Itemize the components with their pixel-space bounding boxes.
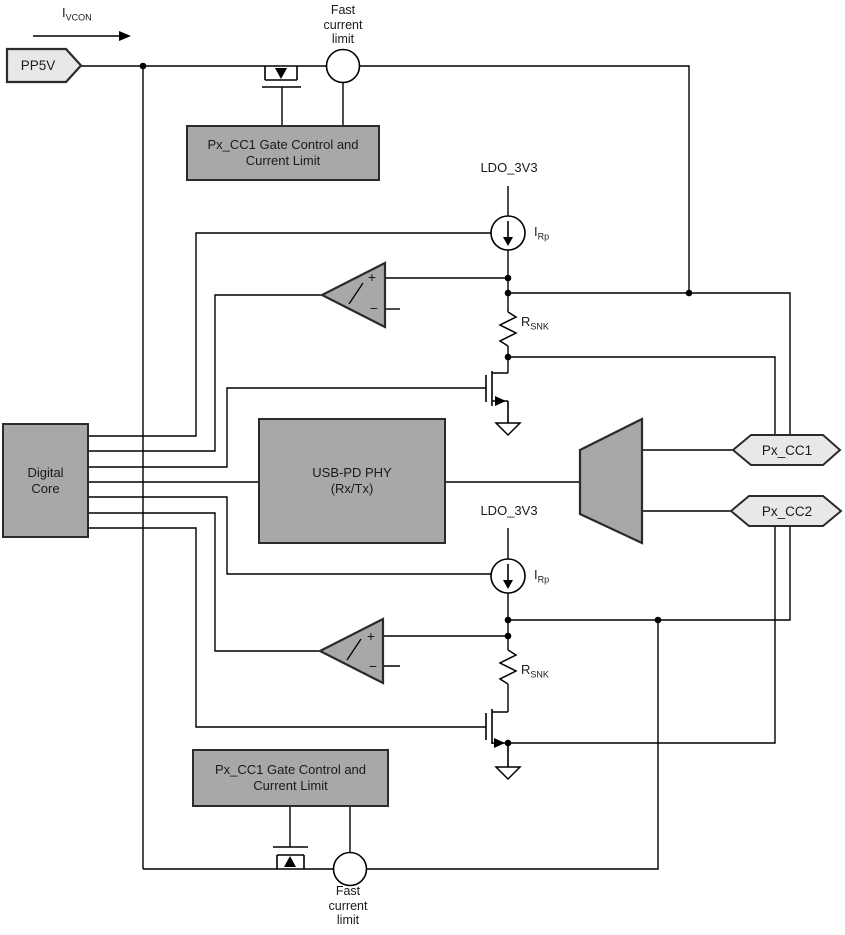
wire-comp1-output [89,294,323,452]
wire-cc1-feed [508,292,791,435]
comparator-bottom-icon [317,617,385,685]
mosfet-sink-bottom-arrow-icon [494,738,505,748]
digital-core-line2: Core [31,480,60,496]
junction-dot [504,353,512,361]
digital-core-line1: Digital [27,464,64,480]
gate-control-top-line2: Current Limit [245,153,321,168]
wire-core-to-gate1 [89,387,486,468]
resistor-top-icon [498,311,518,347]
usb-pd-phy-line1: USB-PD PHY [312,465,392,480]
mux-icon [578,417,644,545]
comparator-bottom-plus-label: + [366,628,376,644]
wire-core-to-irp2 [89,496,491,575]
pp5v-tag-label: PP5V [20,58,56,73]
comparator-top-minus-label: − [369,300,379,316]
ldo-top-label: LDO_3V3 [480,160,538,175]
fast-current-limit-sensor-top-icon [325,48,361,84]
usb-pd-phy-line2: (Rx/Tx) [330,481,374,496]
resistor-bottom-icon [498,649,518,685]
rsnk-bottom-label: RSNK [521,662,549,680]
cc1-tag-label: Px_CC1 [761,443,813,458]
ivcon-label: IVCON [62,5,92,23]
comparator-bottom-slash-icon [346,638,362,661]
mosfet-sink-top-arrow-icon [495,396,506,406]
gate-control-bottom-line1: Px_CC1 Gate Control and [214,762,367,777]
comparator-bottom-minus-label: − [368,658,378,674]
cc2-tag-shape [729,495,843,527]
junction-dots [139,62,693,747]
junction-dot [504,616,512,624]
wire-top-rail [81,65,690,293]
fast-current-limit-bottom-label: Fast current limit [328,884,368,927]
irp-bottom-label: IRp [534,567,550,585]
cc1-tag-shape [731,434,842,466]
wire-bottom-rail [143,620,659,870]
ldo-bottom-label: LDO_3V3 [480,503,538,518]
gate-control-bottom-line2: Current Limit [253,778,328,793]
gate-control-bottom-block: Px_CC1 Gate Control and Current Limit [192,749,389,807]
irp-top-label: IRp [534,224,550,242]
ground-bottom-icon [494,766,522,781]
junction-dot [504,274,512,282]
wire-core-to-gate2 [89,527,486,728]
junction-dot [654,616,662,624]
wire-cc1-sense [508,356,776,435]
current-source-top-icon [490,215,526,251]
wire-gatebox2-stems [289,807,351,853]
digital-core-block: Digital Core [2,423,89,538]
wire-gatebox1-stems [281,83,344,125]
junction-dot [685,289,693,297]
comparator-top-plus-label: + [367,269,377,285]
ground-top-icon [494,422,522,437]
mosfet-top-body-arrow-icon [275,68,287,79]
mosfet-sink-bottom-icon [485,709,509,767]
wire-cc2-feed [508,526,791,621]
usb-pd-phy-block: USB-PD PHY (Rx/Tx) [258,418,446,544]
gate-control-top-block: Px_CC1 Gate Control and Current Limit [186,125,380,181]
mosfet-bottom-body-arrow-icon [284,856,296,867]
cc2-tag-label: Px_CC2 [761,504,813,519]
mosfet-sink-top-icon [485,371,509,423]
rsnk-top-label: RSNK [521,314,549,332]
wire-core-to-irp1 [89,232,491,437]
comparator-top-slash-icon [348,282,364,305]
mosfet-top-power-icon [262,66,301,88]
fast-current-limit-top-label: Fast current limit [323,3,363,46]
mosfet-bottom-power-icon [273,846,308,869]
comparator-top-icon [319,261,387,329]
junction-dot [139,62,147,70]
wire-cc2-sense [508,526,776,744]
junction-dot [504,289,512,297]
pp5v-tag-shape [5,47,83,84]
junction-dot [504,632,512,640]
junction-dot [504,739,512,747]
fast-current-limit-sensor-bottom-icon [332,851,368,887]
wire-comp2-output [89,512,321,652]
gate-control-top-line1: Px_CC1 Gate Control and [207,137,359,152]
current-source-bottom-icon [490,558,526,594]
ivcon-arrowhead-icon [119,31,131,41]
